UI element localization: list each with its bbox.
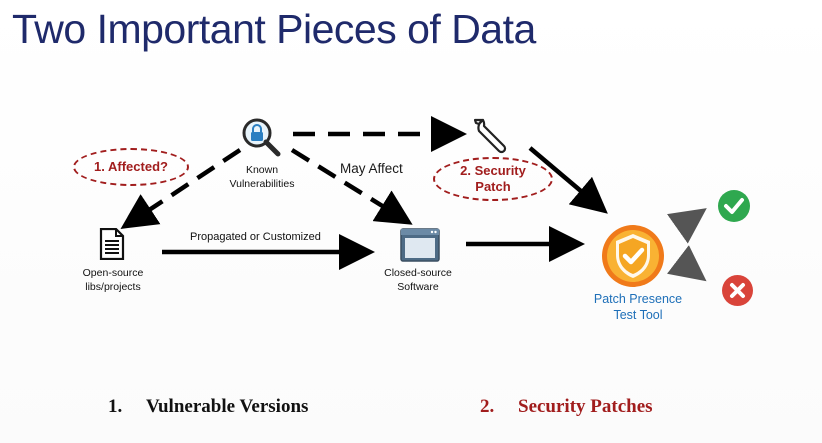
page-title: Two Important Pieces of Data (12, 6, 536, 52)
security-patch-callout: 2. Security Patch (433, 157, 553, 201)
shield-check-icon (602, 225, 664, 287)
cross-icon (722, 275, 753, 306)
bottom-item-1: 1.Vulnerable Versions (108, 396, 309, 417)
open-source-label: Open-source libs/projects (82, 267, 144, 293)
known-vulnerabilities-label: Known Vulnerabilities (229, 164, 295, 190)
wrench-icon (474, 118, 507, 154)
bottom-item-2: 2.Security Patches (480, 396, 653, 417)
affected-callout: 1. Affected? (73, 148, 189, 186)
tool-label: Patch Presence Test Tool (593, 292, 683, 322)
closed-source-label: Closed-source Software (384, 267, 452, 293)
magnifier-lock-icon (242, 118, 281, 157)
edge-tool-to-fail (667, 245, 707, 282)
checkmark-icon (718, 190, 750, 222)
window-icon (400, 228, 440, 262)
edge-tool-to-pass (667, 208, 707, 244)
may-affect-label: May Affect (340, 161, 403, 176)
propagated-label: Propagated or Customized (190, 231, 321, 243)
edge-patch-to-tool (528, 146, 608, 214)
edge-vulns-to-open (120, 148, 242, 229)
document-icon (99, 228, 125, 260)
edge-vulns-to-closed (290, 148, 413, 225)
